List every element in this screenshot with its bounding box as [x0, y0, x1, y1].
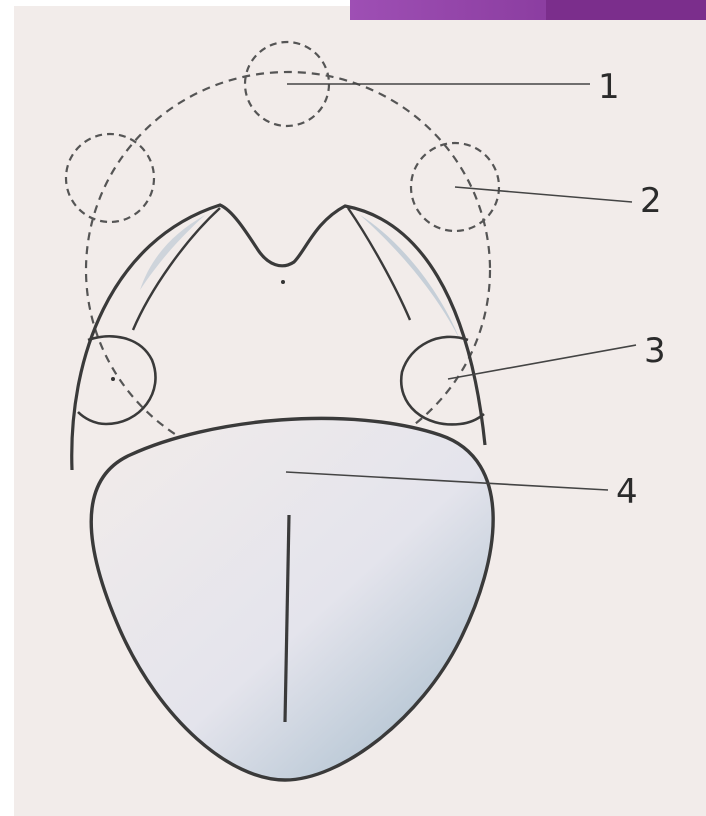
- palate-shade-right: [360, 215, 460, 340]
- label-3: 3: [644, 331, 666, 371]
- dashed-circle-upper-left: [66, 134, 154, 222]
- leader-line-3: [448, 345, 636, 379]
- label-4: 4: [616, 472, 638, 512]
- left-solid-circle: [78, 336, 155, 424]
- right-solid-circle: [401, 337, 484, 425]
- leader-line-2: [455, 187, 632, 202]
- palate-center-dot: [281, 280, 285, 284]
- left-circle-dot: [111, 377, 115, 381]
- label-2: 2: [640, 181, 662, 221]
- label-1: 1: [598, 67, 620, 107]
- dashed-arch-circle: [86, 72, 490, 468]
- palate-inner-right: [348, 208, 410, 320]
